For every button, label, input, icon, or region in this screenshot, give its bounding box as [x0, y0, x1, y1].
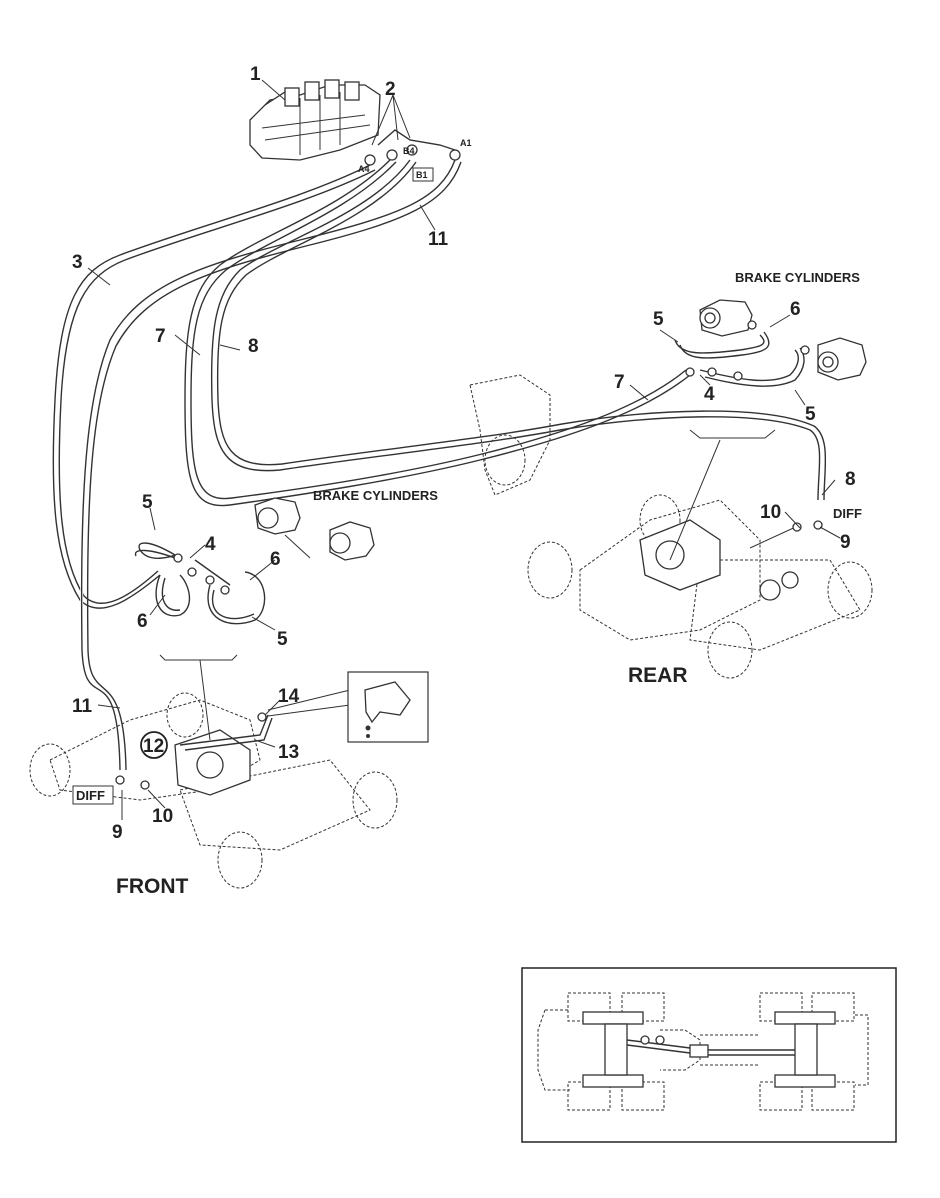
frame-bracket — [469, 374, 551, 496]
callout-leaders — [87, 79, 841, 820]
front-axle — [29, 654, 398, 889]
callout-8-rear: 8 — [845, 469, 856, 490]
callout-8-left: 8 — [248, 336, 259, 357]
front-brake-lines — [134, 542, 266, 625]
oil-can-inset — [347, 671, 429, 743]
callout-12: 12 — [143, 736, 164, 757]
port-b1-box — [412, 167, 434, 182]
diff-label-front: DIFF — [76, 788, 105, 803]
callout-9-rear: 9 — [840, 532, 851, 553]
rear-brake-cylinder-2 — [817, 337, 867, 381]
rear-brake-cylinder-1 — [699, 299, 753, 337]
front-brake-cylinder-2 — [329, 521, 375, 561]
callout-12-ring — [140, 731, 168, 759]
callout-3: 3 — [72, 252, 83, 273]
front-brake-cylinder-1 — [254, 497, 301, 535]
diff-label-front-box — [72, 785, 114, 805]
callout-10-rear: 10 — [760, 502, 781, 523]
callout-13: 13 — [278, 742, 299, 763]
brake-cylinders-label-rear: BRAKE CYLINDERS — [735, 270, 860, 285]
callout-4-front: 4 — [205, 534, 216, 555]
rear-axle — [527, 429, 873, 679]
valve-port-fittings — [364, 129, 461, 166]
port-a4: A4 — [358, 164, 370, 174]
callout-4-rear: 4 — [704, 384, 715, 405]
control-valve — [249, 79, 381, 161]
pipe-runs — [51, 159, 827, 771]
front-label: FRONT — [116, 875, 188, 898]
callout-7-rear: 7 — [614, 372, 625, 393]
rear-label: REAR — [628, 664, 688, 687]
diff-label-rear: DIFF — [833, 506, 862, 521]
callout-10-front: 10 — [152, 806, 173, 827]
callout-1: 1 — [250, 64, 261, 85]
callout-6-rear: 6 — [790, 299, 801, 320]
brake-cylinders-label-front: BRAKE CYLINDERS — [313, 488, 438, 503]
callout-5-rear-bottom: 5 — [805, 404, 816, 425]
callout-11-top: 11 — [428, 229, 449, 250]
callout-6-front-left: 6 — [137, 611, 148, 632]
callout-2: 2 — [385, 79, 396, 100]
callout-5-front-top: 5 — [142, 492, 153, 513]
callout-9-front: 9 — [112, 822, 123, 843]
callout-11-front: 11 — [72, 696, 93, 717]
rear-brake-lines — [674, 320, 810, 387]
port-b1: B1 — [416, 170, 428, 180]
port-a1: A1 — [460, 138, 472, 148]
callout-5-front-bottom: 5 — [277, 629, 288, 650]
callout-6-front-right: 6 — [270, 549, 281, 570]
callout-7-left: 7 — [155, 326, 166, 347]
port-b4: B4 — [403, 146, 415, 156]
callout-5-rear-top: 5 — [653, 309, 664, 330]
callout-14: 14 — [278, 686, 300, 707]
locator-inset — [521, 967, 897, 1143]
